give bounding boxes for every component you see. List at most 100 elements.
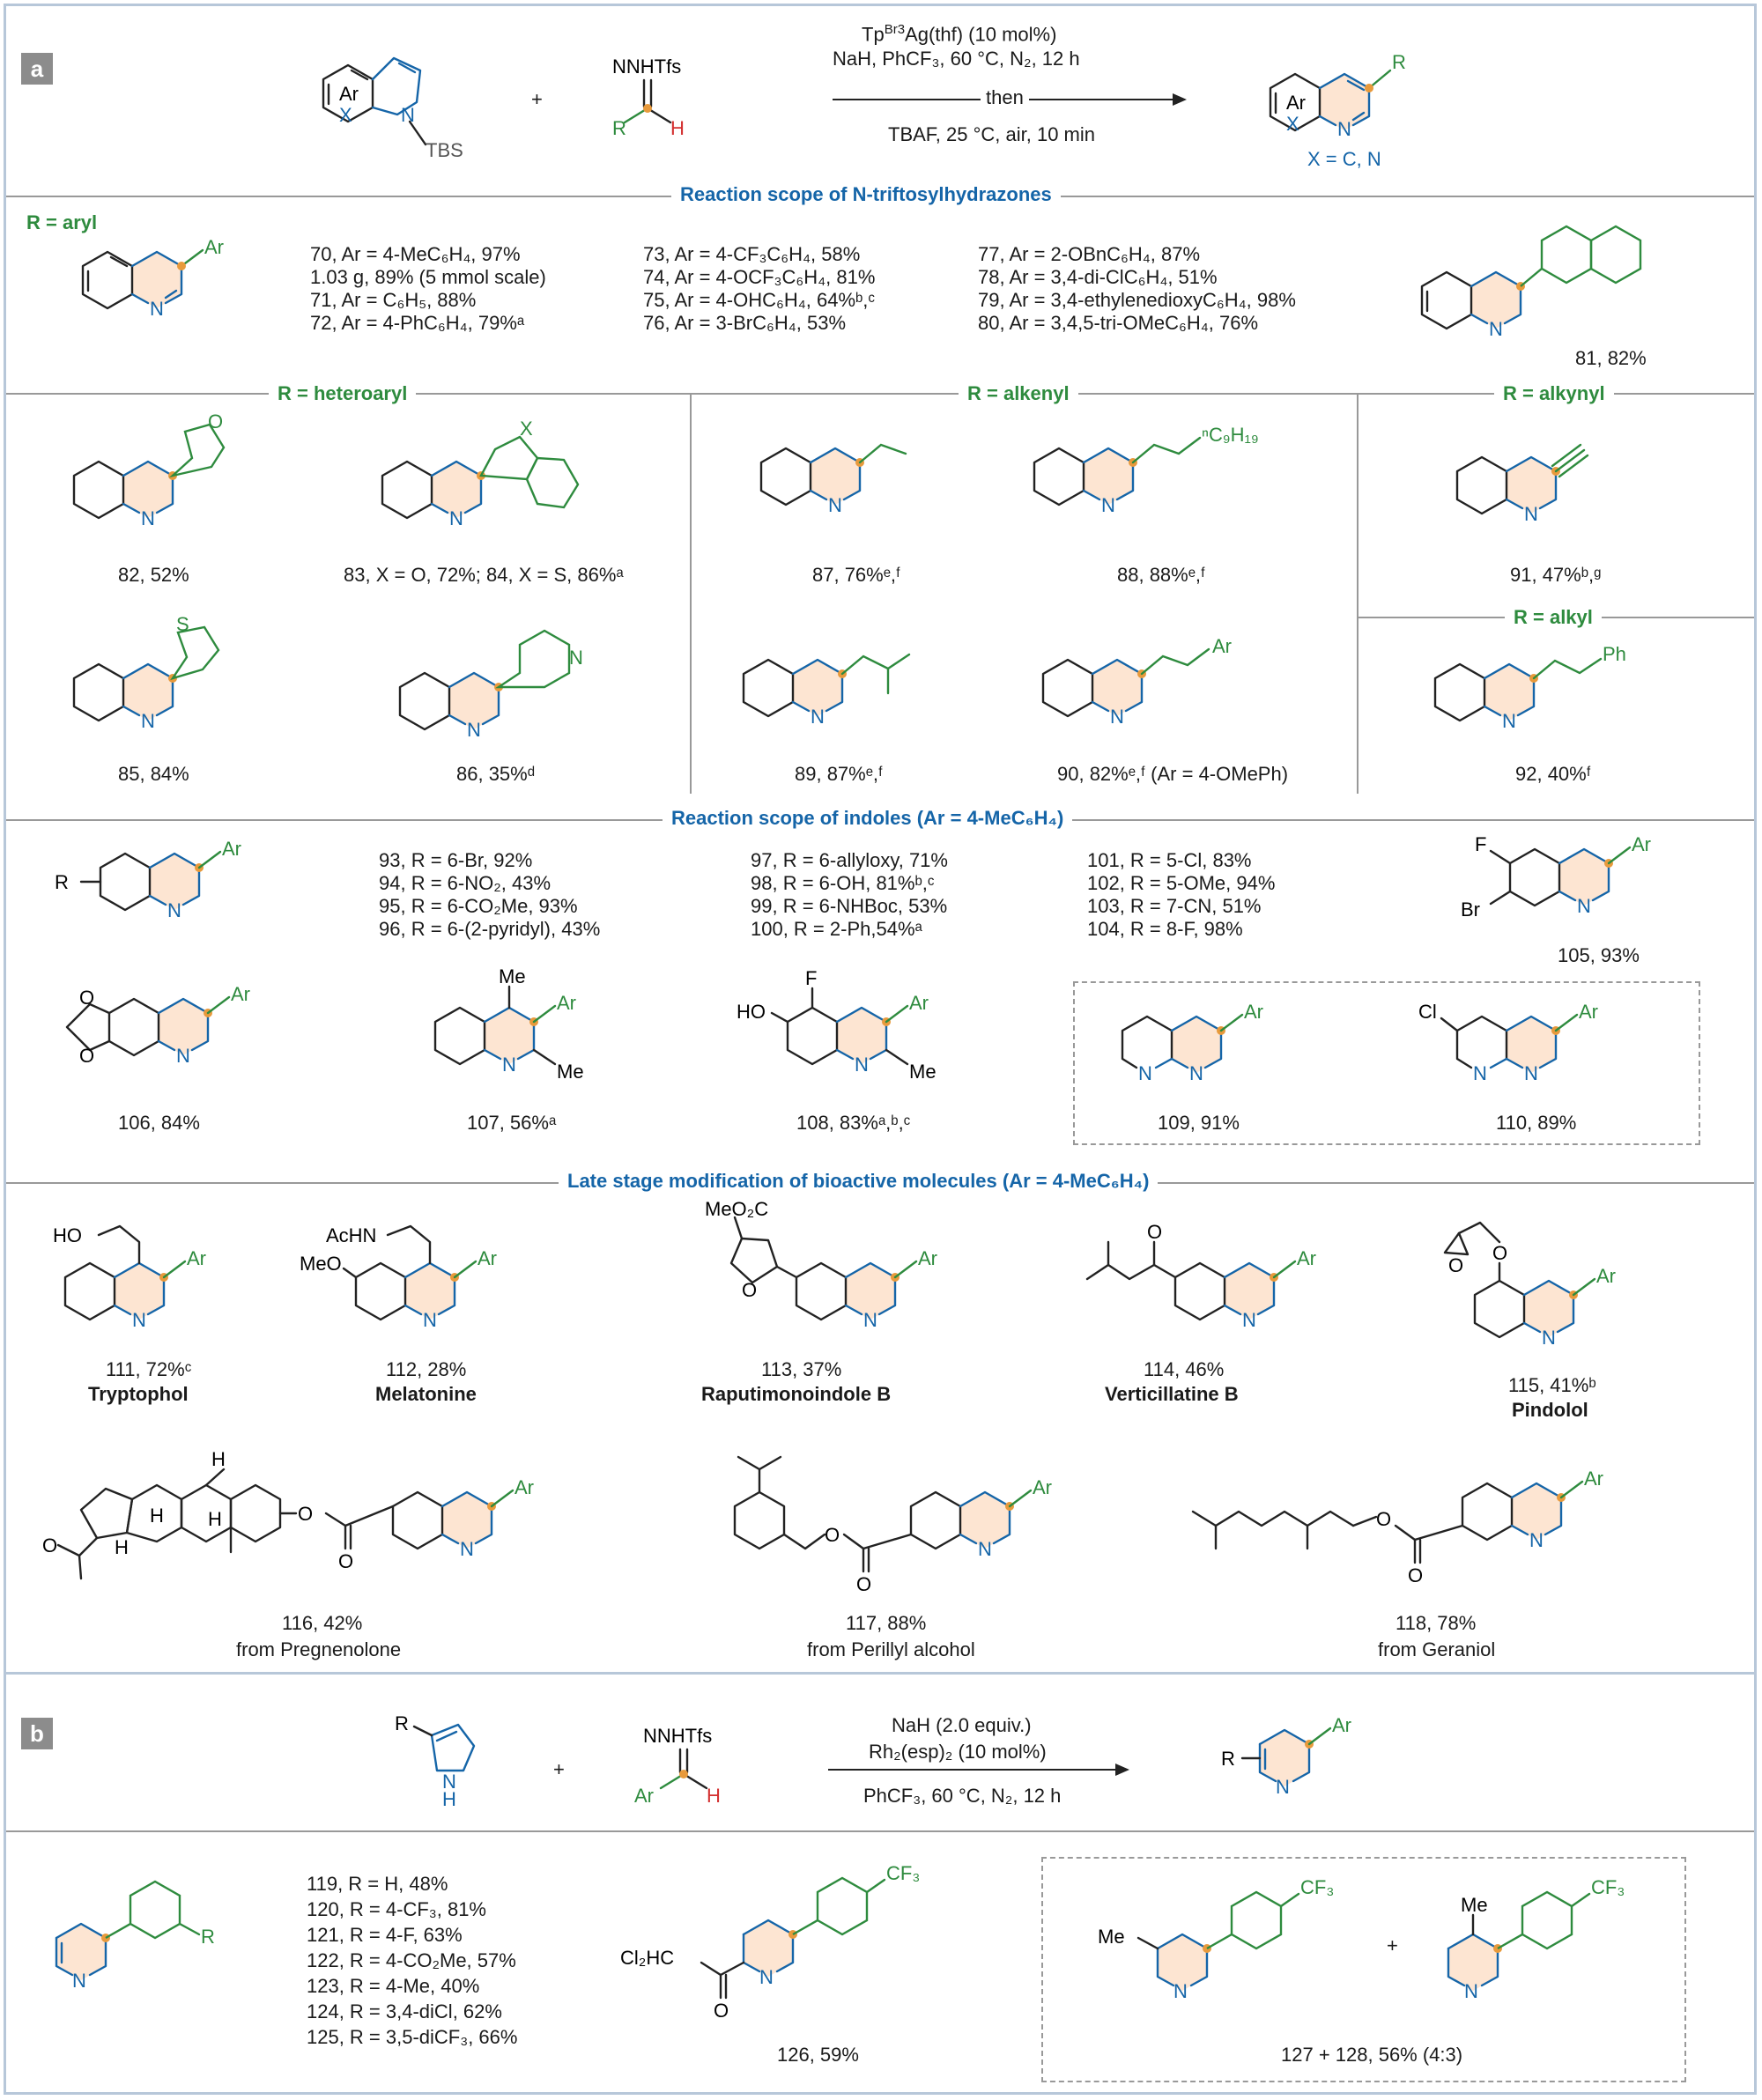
label-107: 107, 56%ᵃ (467, 1112, 557, 1134)
atom-ar: Ar (187, 1247, 206, 1269)
label-90: 90, 82%ᵉ,ᶠ (Ar = 4-OMePh) (1057, 763, 1289, 785)
atom-n: N (167, 899, 181, 921)
atom-o: O (1408, 1564, 1423, 1586)
sm1-n: N (401, 104, 415, 126)
atom-o: O (856, 1573, 871, 1595)
section-aryl: R = aryl (26, 211, 98, 233)
atom-n: N (502, 1054, 516, 1076)
atom-n: N (1189, 1062, 1203, 1084)
atom-o: O (714, 2000, 729, 2022)
compound-105: Ar N F Br (1461, 833, 1651, 921)
cond-b2: Rh₂(esp)₂ (10 mol%) (869, 1741, 1047, 1763)
atom-o: O (42, 1534, 57, 1557)
atom-n: N (1489, 318, 1503, 340)
prodb-ar: Ar (1332, 1714, 1351, 1736)
atom-o: O (1376, 1508, 1391, 1530)
atom-ar: Ar (204, 236, 224, 258)
cond-then: then (981, 86, 1029, 109)
sm2-top: NNHTfs (612, 55, 681, 78)
sm2b-h: H (707, 1785, 721, 1807)
entry-77: 77, Ar = 2-OBnC₆H₄, 87% (978, 243, 1201, 265)
product-quinoline: Ar X N R X = C, N (1269, 51, 1406, 170)
atom-meo2c: MeO₂C (705, 1198, 768, 1220)
atom-f: F (1475, 833, 1486, 855)
naphthyridine-box (1073, 981, 1700, 1145)
prodb-r: R (1221, 1748, 1235, 1770)
atom-n: N (1242, 1309, 1256, 1331)
compound-82: N O (72, 410, 226, 529)
figure-frame (4, 4, 1757, 2095)
name-117: from Perillyl alcohol (807, 1638, 975, 1660)
atom-cl: Cl (1418, 1001, 1437, 1023)
atom-n: N (811, 706, 825, 728)
compound-115: Ar N O O (1443, 1221, 1616, 1349)
atom-n: N (460, 1538, 474, 1560)
sm2b-top: NNHTfs (643, 1725, 712, 1747)
compound-110: Ar N N Cl (1418, 1001, 1598, 1084)
prod-xcn: X = C, N (1307, 148, 1381, 170)
atom-ho: HO (53, 1224, 82, 1246)
atom-o: O (338, 1550, 353, 1572)
sm-pyrrole: R N H (395, 1712, 476, 1810)
plus-b: + (553, 1758, 565, 1780)
atom-me: Me (1098, 1926, 1125, 1948)
atom-n: N (423, 1309, 437, 1331)
entry-78: 78, Ar = 3,4-di-ClC₆H₄, 51% (978, 266, 1218, 288)
atom-me: Me (909, 1061, 937, 1083)
atom-ar: Ar (1297, 1247, 1316, 1269)
atom-n: N (1524, 1062, 1538, 1084)
atom-ar: Ar (1632, 833, 1651, 855)
atom-ar: Ar (222, 838, 241, 860)
entry-102: 102, R = 5-OMe, 94% (1087, 872, 1276, 894)
atom-ar: Ar (918, 1247, 937, 1269)
atom-n: N (141, 710, 155, 732)
entry-123: 123, R = 4-Me, 40% (307, 1975, 480, 1997)
atom-ho: HO (737, 1001, 766, 1023)
compound-113: Ar N O MeO₂C (705, 1198, 937, 1331)
atom-ar: Ar (1033, 1476, 1052, 1498)
compound-117: O O Ar N (733, 1455, 1052, 1595)
atom-ar: Ar (478, 1247, 497, 1269)
vdivider-2 (1357, 393, 1359, 794)
label-91: 91, 47%ᵇ,ᵍ (1510, 564, 1602, 586)
atom-r: R (55, 871, 69, 893)
name-114: Verticillatine B (1105, 1383, 1239, 1405)
entry-103: 103, R = 7-CN, 51% (1087, 895, 1262, 917)
entry-104: 104, R = 8-F, 98% (1087, 918, 1243, 940)
atom-n: N (1473, 1062, 1487, 1084)
section-hydrazones: Reaction scope of N-triftosylhydrazones (671, 183, 1061, 206)
compound-126: N CF₃ O Cl₂HC (620, 1862, 920, 2022)
plus-127-128: + (1387, 1934, 1398, 1956)
atom-o: O (1448, 1254, 1463, 1276)
name-113: Raputimonoindole B (701, 1383, 892, 1405)
label-112: 112, 28% (386, 1358, 467, 1380)
compound-109: Ar N N (1121, 1001, 1263, 1084)
entry-97: 97, R = 6-allyloxy, 71% (751, 849, 948, 871)
label-81: 81, 82% (1575, 347, 1647, 369)
compound-128: N CF₃ Me (1447, 1876, 1625, 2002)
entry-124: 124, R = 3,4-diCl, 62% (307, 2000, 502, 2022)
entry-101: 101, R = 5-Cl, 83% (1087, 849, 1252, 871)
atom-ar: Ar (1212, 635, 1232, 657)
name-111: Tryptophol (88, 1383, 189, 1405)
entry-70: 70, Ar = 4-MeC₆H₄, 97% (310, 243, 521, 265)
atom-o: O (742, 1279, 757, 1301)
atom-n: N (828, 494, 842, 516)
atom-n: N (176, 1045, 190, 1067)
name-112: Melatonine (375, 1383, 477, 1405)
label-117: 117, 88% (846, 1612, 927, 1634)
compound-106: Ar N O O (65, 983, 250, 1067)
pyridine-list: 119, R = H, 48% 120, R = 4-CF₃, 81% 121,… (307, 1871, 517, 2050)
atom-o: O (298, 1503, 313, 1525)
indole-col2: 97, R = 6-allyloxy, 71% 98, R = 6-OH, 81… (751, 849, 948, 941)
label-86: 86, 35%ᵈ (456, 763, 536, 785)
section-late-stage: Late stage modification of bioactive mol… (559, 1170, 1159, 1193)
entry-94: 94, R = 6-NO₂, 43% (379, 872, 552, 894)
atom-o: O (825, 1524, 840, 1546)
atom-me: Me (557, 1061, 584, 1083)
entry-99: 99, R = 6-NHBoc, 53% (751, 895, 948, 917)
panel-b-badge: b (21, 1718, 53, 1749)
atom-ar: Ar (1596, 1265, 1616, 1287)
sm2-h: H (670, 117, 685, 139)
sm-indole: Ar X N TBS (322, 56, 463, 161)
